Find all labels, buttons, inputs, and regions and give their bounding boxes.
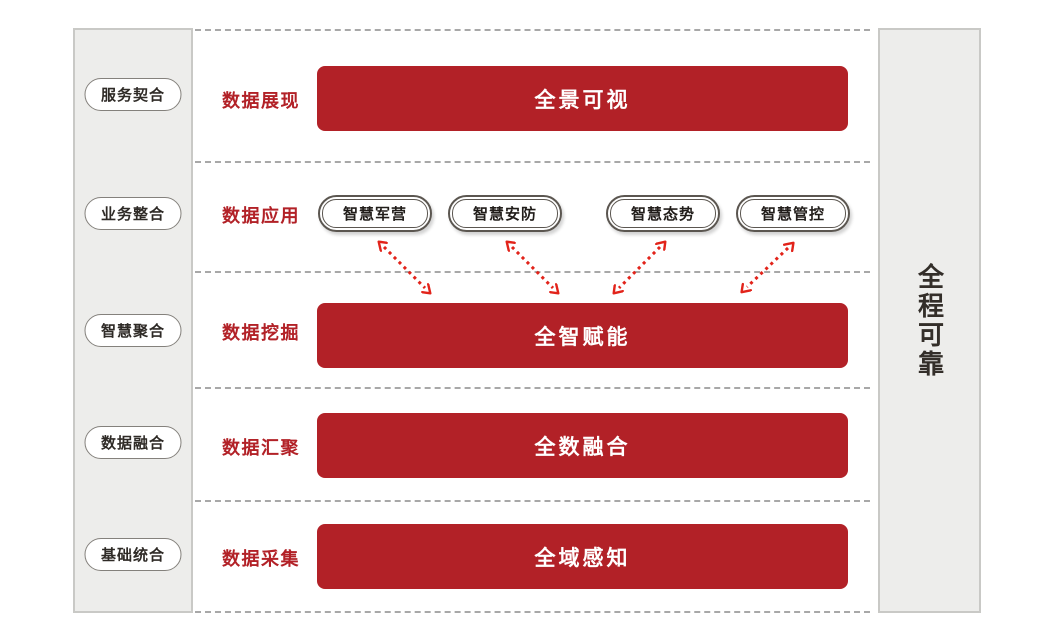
row-label-data-gather: 数据汇聚 bbox=[222, 438, 300, 458]
app-pill-inner: 智慧管控 bbox=[740, 199, 846, 228]
app-pill-label: 智慧态势 bbox=[630, 206, 695, 223]
layer-bar-panorama: 全景可视 bbox=[317, 66, 848, 131]
double-arrow-icon bbox=[512, 247, 553, 288]
app-pill-smart-security: 智慧安防 bbox=[448, 195, 562, 232]
row-label-data-display: 数据展现 bbox=[222, 91, 300, 111]
left-sidebar: 服务契合 业务整合 智慧聚合 数据融合 基础统合 bbox=[73, 28, 193, 613]
row-label-data-mining: 数据挖掘 bbox=[222, 323, 300, 343]
layer-bar-label: 全域感知 bbox=[534, 546, 631, 570]
layer-bar-label: 全景可视 bbox=[534, 88, 631, 112]
double-arrow-icon bbox=[384, 247, 425, 288]
dotted-separator bbox=[195, 387, 870, 389]
right-sidebar: 全程可靠 bbox=[878, 28, 981, 613]
sidebar-capability-pill: 智慧聚合 bbox=[84, 314, 182, 347]
row-label-data-apply: 数据应用 bbox=[222, 206, 300, 226]
layer-bar-fusion: 全数融合 bbox=[317, 413, 848, 478]
double-arrow-icon bbox=[747, 248, 788, 287]
app-pill-label: 智慧管控 bbox=[760, 206, 825, 223]
app-pill-label: 智慧军营 bbox=[342, 206, 407, 223]
dotted-separator bbox=[195, 500, 870, 502]
layer-bar-label: 全智赋能 bbox=[534, 325, 631, 349]
dotted-separator bbox=[195, 611, 870, 613]
app-pill-smart-situation: 智慧态势 bbox=[606, 195, 720, 232]
app-pill-inner: 智慧态势 bbox=[610, 199, 716, 228]
sidebar-capability-label: 数据融合 bbox=[100, 435, 165, 452]
link-arrows bbox=[300, 228, 860, 308]
sidebar-capability-pill: 数据融合 bbox=[84, 426, 182, 459]
vertical-banner: 全程可靠 bbox=[914, 262, 945, 379]
sidebar-capability-pill: 服务契合 bbox=[84, 78, 182, 111]
layer-bar-label: 全数融合 bbox=[534, 435, 631, 459]
sidebar-capability-label: 基础统合 bbox=[100, 547, 165, 564]
app-pill-inner: 智慧安防 bbox=[452, 199, 558, 228]
sidebar-capability-label: 服务契合 bbox=[100, 87, 165, 104]
app-pill-smart-camp: 智慧军营 bbox=[318, 195, 432, 232]
sidebar-capability-label: 智慧聚合 bbox=[100, 323, 165, 340]
double-arrow-icon bbox=[619, 247, 660, 288]
app-pill-inner: 智慧军营 bbox=[322, 199, 428, 228]
app-pill-label: 智慧安防 bbox=[472, 206, 537, 223]
sidebar-capability-label: 业务整合 bbox=[100, 206, 165, 223]
sidebar-capability-pill: 基础统合 bbox=[84, 538, 182, 571]
dotted-separator bbox=[195, 161, 870, 163]
dotted-separator bbox=[195, 29, 870, 31]
app-pill-smart-control: 智慧管控 bbox=[736, 195, 850, 232]
layer-bar-sensing: 全域感知 bbox=[317, 524, 848, 589]
layer-bar-intelligence: 全智赋能 bbox=[317, 303, 848, 368]
row-label-data-collect: 数据采集 bbox=[222, 549, 300, 569]
sidebar-capability-pill: 业务整合 bbox=[84, 197, 182, 230]
